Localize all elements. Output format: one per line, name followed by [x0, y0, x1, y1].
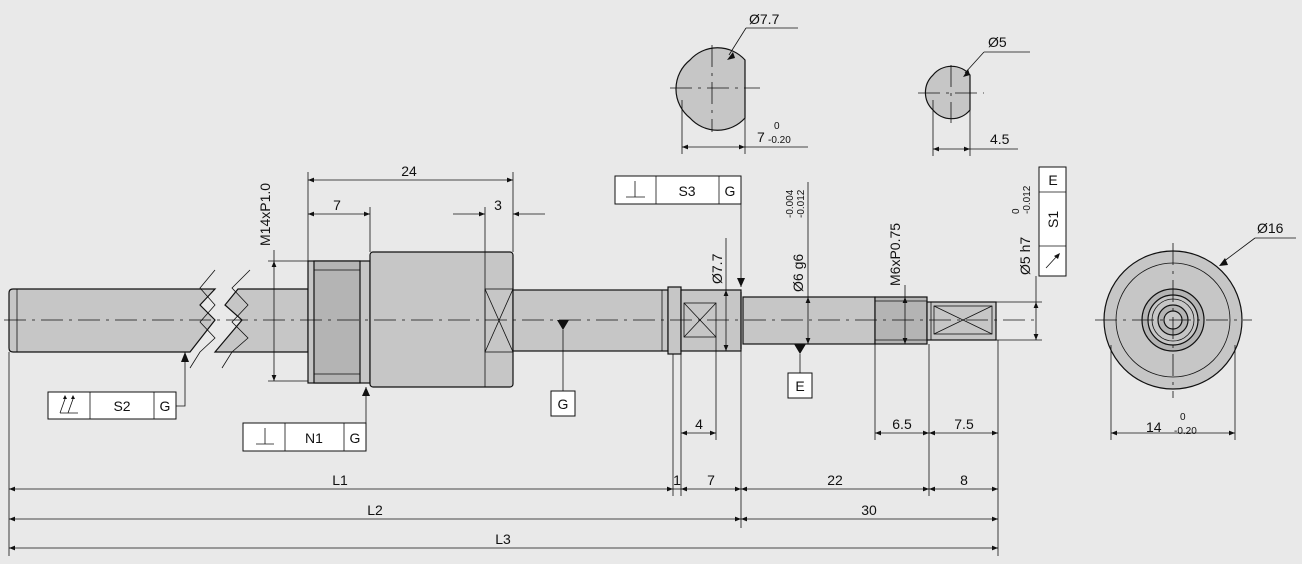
frame-s3-datum: G: [725, 183, 736, 199]
section-view-dia-5: Ø5 4.5: [918, 34, 1030, 156]
frame-s2-label: S2: [113, 398, 130, 414]
dim-6-5: 6.5: [892, 416, 912, 432]
end-view: Ø16 14 0 -0.20: [1095, 220, 1296, 440]
sec1-dia-label: Ø7.7: [749, 11, 780, 27]
end-view-tol-upper: 0: [1180, 412, 1186, 423]
frame-n1: N1 G: [242, 387, 370, 452]
dia-6-g6-label: Ø6 g6: [790, 254, 806, 292]
dia-5-h7-tol-lower: -0.012: [1022, 185, 1033, 214]
runout-icon: [1045, 253, 1060, 269]
dim-L3: L3: [495, 531, 511, 547]
sec1-width-label: 7: [757, 129, 765, 145]
perpendicularity-icon: [626, 181, 645, 198]
dim-7-lower: 7: [707, 472, 715, 488]
sec1-tol-lower: -0.20: [768, 135, 791, 146]
dim-22: 22: [827, 472, 843, 488]
dia-6-g6-tol-lower: -0.012: [796, 189, 807, 218]
end-view-dia-label: Ø16: [1257, 220, 1284, 236]
frame-s2: S2 G: [47, 352, 189, 420]
end-view-tol-lower: -0.20: [1174, 426, 1197, 437]
dia-7-7-label: Ø7.7: [709, 253, 725, 284]
dim-1: 1: [673, 472, 681, 488]
runout-icon: [59, 395, 78, 414]
thread-m6-label: M6xP0.75: [887, 223, 903, 286]
shaft-dimension-lines: [8, 172, 1042, 556]
dim-4: 4: [695, 416, 703, 432]
thread-m14-label: M14xP1.0: [257, 183, 273, 246]
frame-n1-datum: G: [350, 430, 361, 446]
datum-g: G: [550, 320, 576, 417]
sec1-tol-upper: 0: [774, 121, 780, 132]
datum-g-label: G: [558, 396, 569, 412]
datum-e: E: [787, 344, 813, 399]
perpendicularity-icon: [256, 428, 274, 445]
section-view-dia-7-7: Ø7.7 7 0 -0.20: [670, 11, 808, 154]
dim-8: 8: [960, 472, 968, 488]
dim-7-5: 7.5: [954, 416, 974, 432]
ball-screw-shaft: [8, 251, 997, 388]
dim-L2: L2: [367, 502, 383, 518]
frame-n1-label: N1: [305, 430, 323, 446]
sec2-dia-label: Ø5: [988, 34, 1007, 50]
frame-s2-datum: G: [160, 398, 171, 414]
dim-L1: L1: [332, 472, 348, 488]
datum-e-label: E: [795, 378, 804, 394]
end-view-width-label: 14: [1146, 419, 1162, 435]
frame-s1-datum: E: [1048, 172, 1057, 188]
frame-s1: E S1: [1038, 166, 1067, 277]
dim-30: 30: [861, 502, 877, 518]
dia-5-h7-tol-upper: 0: [1011, 208, 1022, 214]
sec2-width-label: 4.5: [990, 131, 1010, 147]
frame-s3: S3 G: [614, 175, 745, 287]
dim-3: 3: [494, 197, 502, 213]
frame-s1-label: S1: [1045, 211, 1061, 228]
dia-5-h7-label: Ø5 h7: [1017, 237, 1033, 275]
dim-7-upper: 7: [333, 197, 341, 213]
shaft-dimension-labels: L1 1 7 22 8 L2 30 L3 24 7 3 4 6.5 7.5 M1…: [257, 163, 1033, 547]
frame-s3-label: S3: [678, 183, 695, 199]
dia-6-g6-tol-upper: -0.004: [785, 189, 796, 218]
dim-24: 24: [401, 163, 417, 179]
